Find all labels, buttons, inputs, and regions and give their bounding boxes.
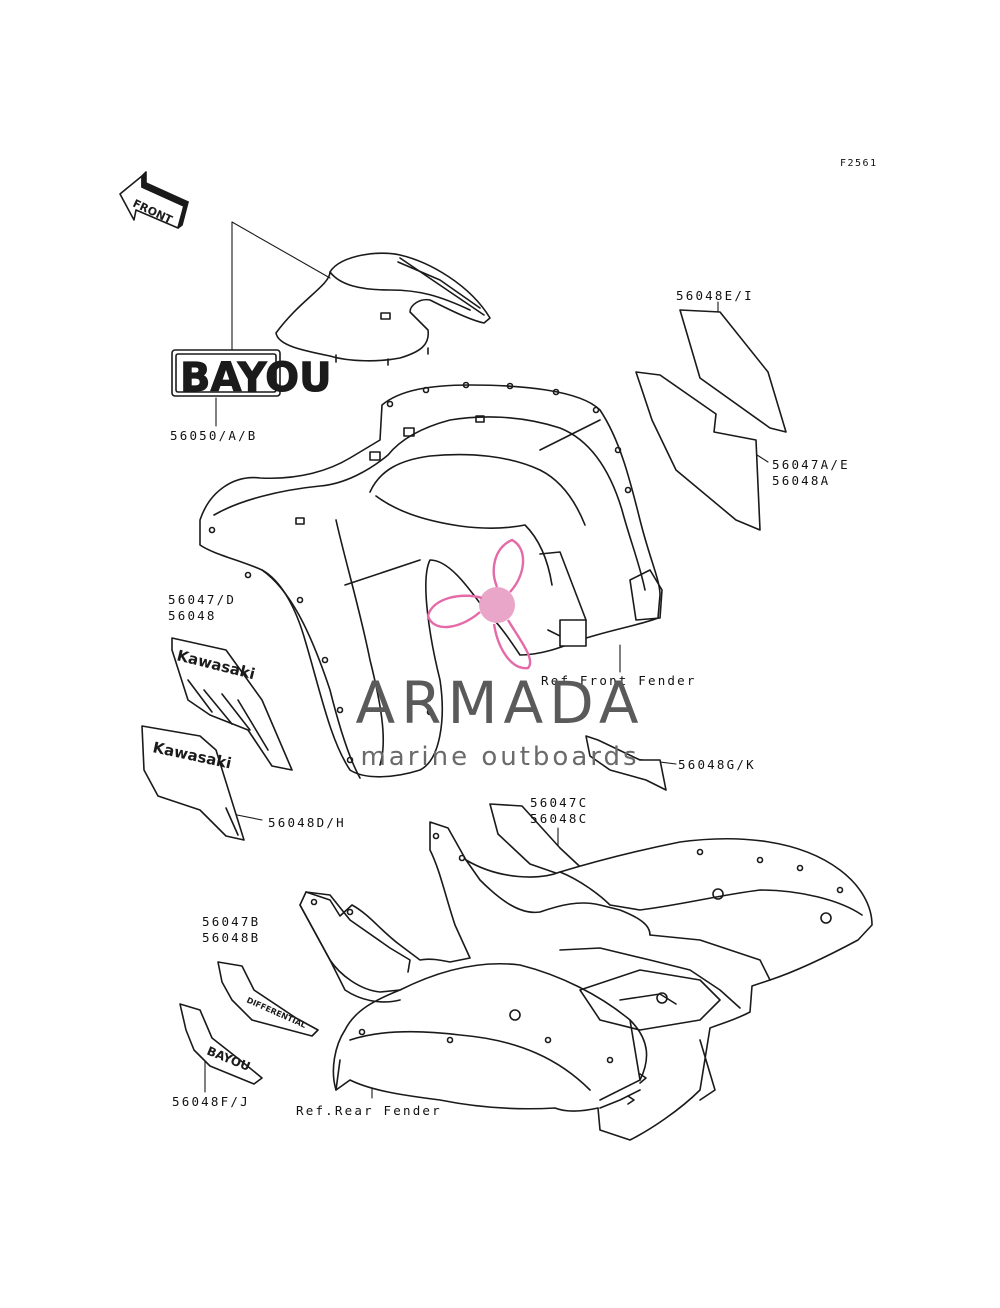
label-56048B: 56048B	[202, 930, 261, 945]
front-fender-part	[199, 381, 663, 779]
watermark-subtitle: marine outboards	[360, 742, 640, 772]
label-ref-rear-fender: Ref.Rear Fender	[296, 1103, 442, 1118]
label-56048GK: 56048G/K	[678, 757, 756, 772]
bayou-small-decal	[179, 1003, 263, 1085]
label-56047AE: 56047A/E	[772, 457, 850, 472]
bayou-decal	[171, 349, 281, 397]
side-decal-lower-right	[635, 371, 761, 531]
label-56047C: 56047C	[530, 795, 589, 810]
watermark-title: ARMADA	[355, 669, 645, 737]
differential-decal	[217, 961, 319, 1037]
label-56047B: 56047B	[202, 914, 261, 929]
label-56047D: 56047/D	[168, 592, 237, 607]
label-56050: 56050/A/B	[170, 428, 258, 443]
label-56048: 56048	[168, 608, 217, 623]
kawasaki-lower-decal	[141, 725, 245, 841]
side-decal-upper-right	[679, 309, 787, 433]
label-56048FJ: 56048F/J	[172, 1094, 250, 1109]
label-56048C: 56048C	[530, 811, 589, 826]
kawasaki-upper-decal	[171, 637, 293, 771]
front-arrow-icon	[119, 171, 189, 229]
figure-code: F2561	[840, 158, 878, 169]
label-56048EI: 56048E/I	[676, 288, 754, 303]
label-ref-front-fender: Ref.Front Fender	[541, 673, 697, 688]
label-56048DH: 56048D/H	[268, 815, 346, 830]
propeller-logo-icon	[426, 538, 532, 670]
bayou-decal-text: BAYOU	[180, 355, 332, 401]
label-56048A: 56048A	[772, 473, 831, 488]
small-decal-gk	[585, 735, 667, 791]
top-cover-part	[275, 252, 491, 366]
rear-fender-part	[299, 821, 873, 1141]
